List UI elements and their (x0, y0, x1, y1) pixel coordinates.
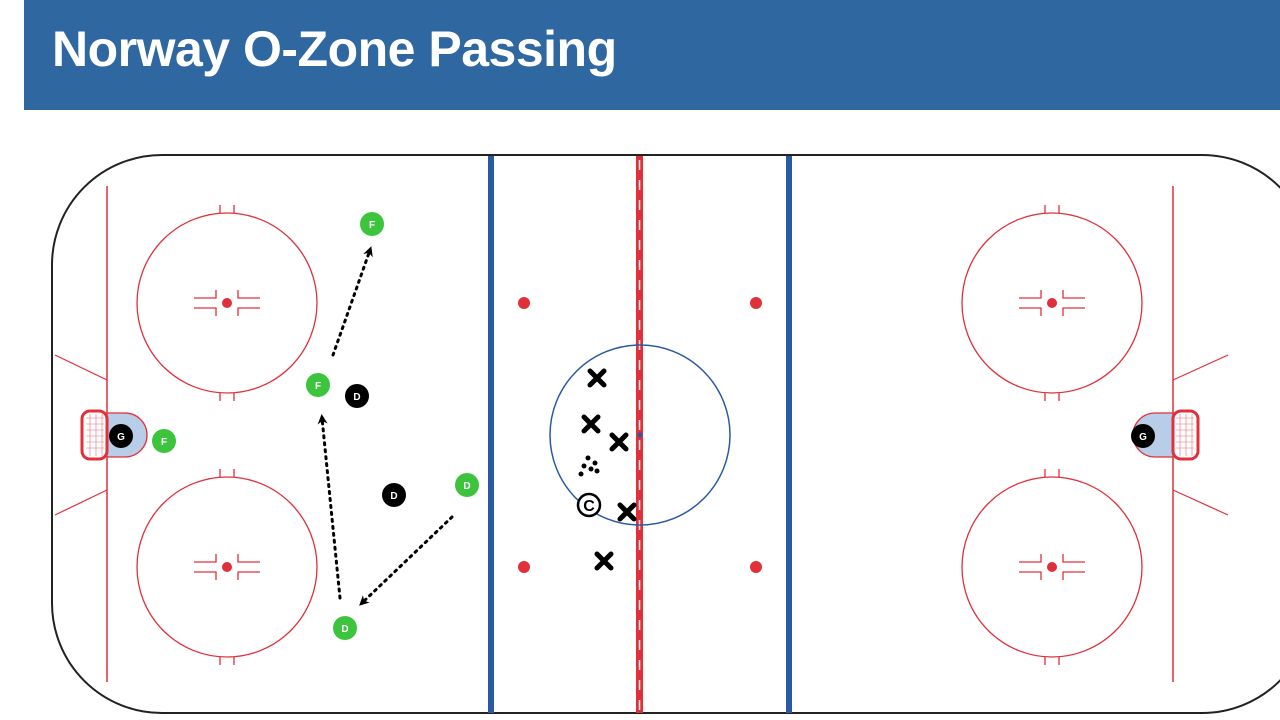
player-forward: F (306, 373, 330, 397)
x-marker (609, 432, 629, 452)
svg-text:D: D (341, 624, 348, 635)
x-marker (594, 551, 614, 571)
svg-text:G: G (1139, 432, 1147, 443)
x-marker (581, 414, 601, 434)
page-title: Norway O-Zone Passing (52, 21, 617, 77)
svg-text:D: D (390, 491, 397, 502)
neutral-dot (518, 561, 530, 573)
neutral-dot (750, 561, 762, 573)
svg-text:D: D (353, 392, 360, 403)
x-marker (587, 368, 607, 388)
svg-text:F: F (161, 437, 167, 448)
player-defense-opponent: D (382, 483, 406, 507)
x-marker (617, 502, 637, 522)
neutral-dot (518, 297, 530, 309)
center-circle (549, 344, 731, 526)
player-defense: D (455, 473, 479, 497)
title-banner: Norway O-Zone Passing (24, 0, 1280, 110)
pass-arrow (317, 414, 342, 600)
svg-text:D: D (463, 481, 470, 492)
rink-boards (51, 154, 1280, 714)
goalie: G (109, 424, 133, 448)
svg-text:G: G (117, 432, 125, 443)
svg-text:C: C (583, 498, 595, 515)
pass-arrow (359, 515, 454, 606)
faceoff-circle-left-bottom (136, 469, 318, 665)
goalie: G (1131, 424, 1155, 448)
pass-arrow (331, 246, 373, 357)
player-defense: D (333, 616, 357, 640)
faceoff-circle-right-bottom (961, 469, 1143, 665)
faceoff-circle-left-top (136, 205, 318, 401)
player-forward: F (360, 212, 384, 236)
player-defense-opponent: D (345, 384, 369, 408)
coach-marker: C (576, 492, 602, 518)
faceoff-circle-right-top (961, 205, 1143, 401)
neutral-dot (750, 297, 762, 309)
player-forward: F (152, 429, 176, 453)
blue-line-left (488, 156, 494, 713)
svg-text:F: F (369, 220, 375, 231)
puck-pile (578, 455, 600, 477)
svg-text:F: F (315, 381, 321, 392)
blue-line-right (786, 156, 792, 713)
